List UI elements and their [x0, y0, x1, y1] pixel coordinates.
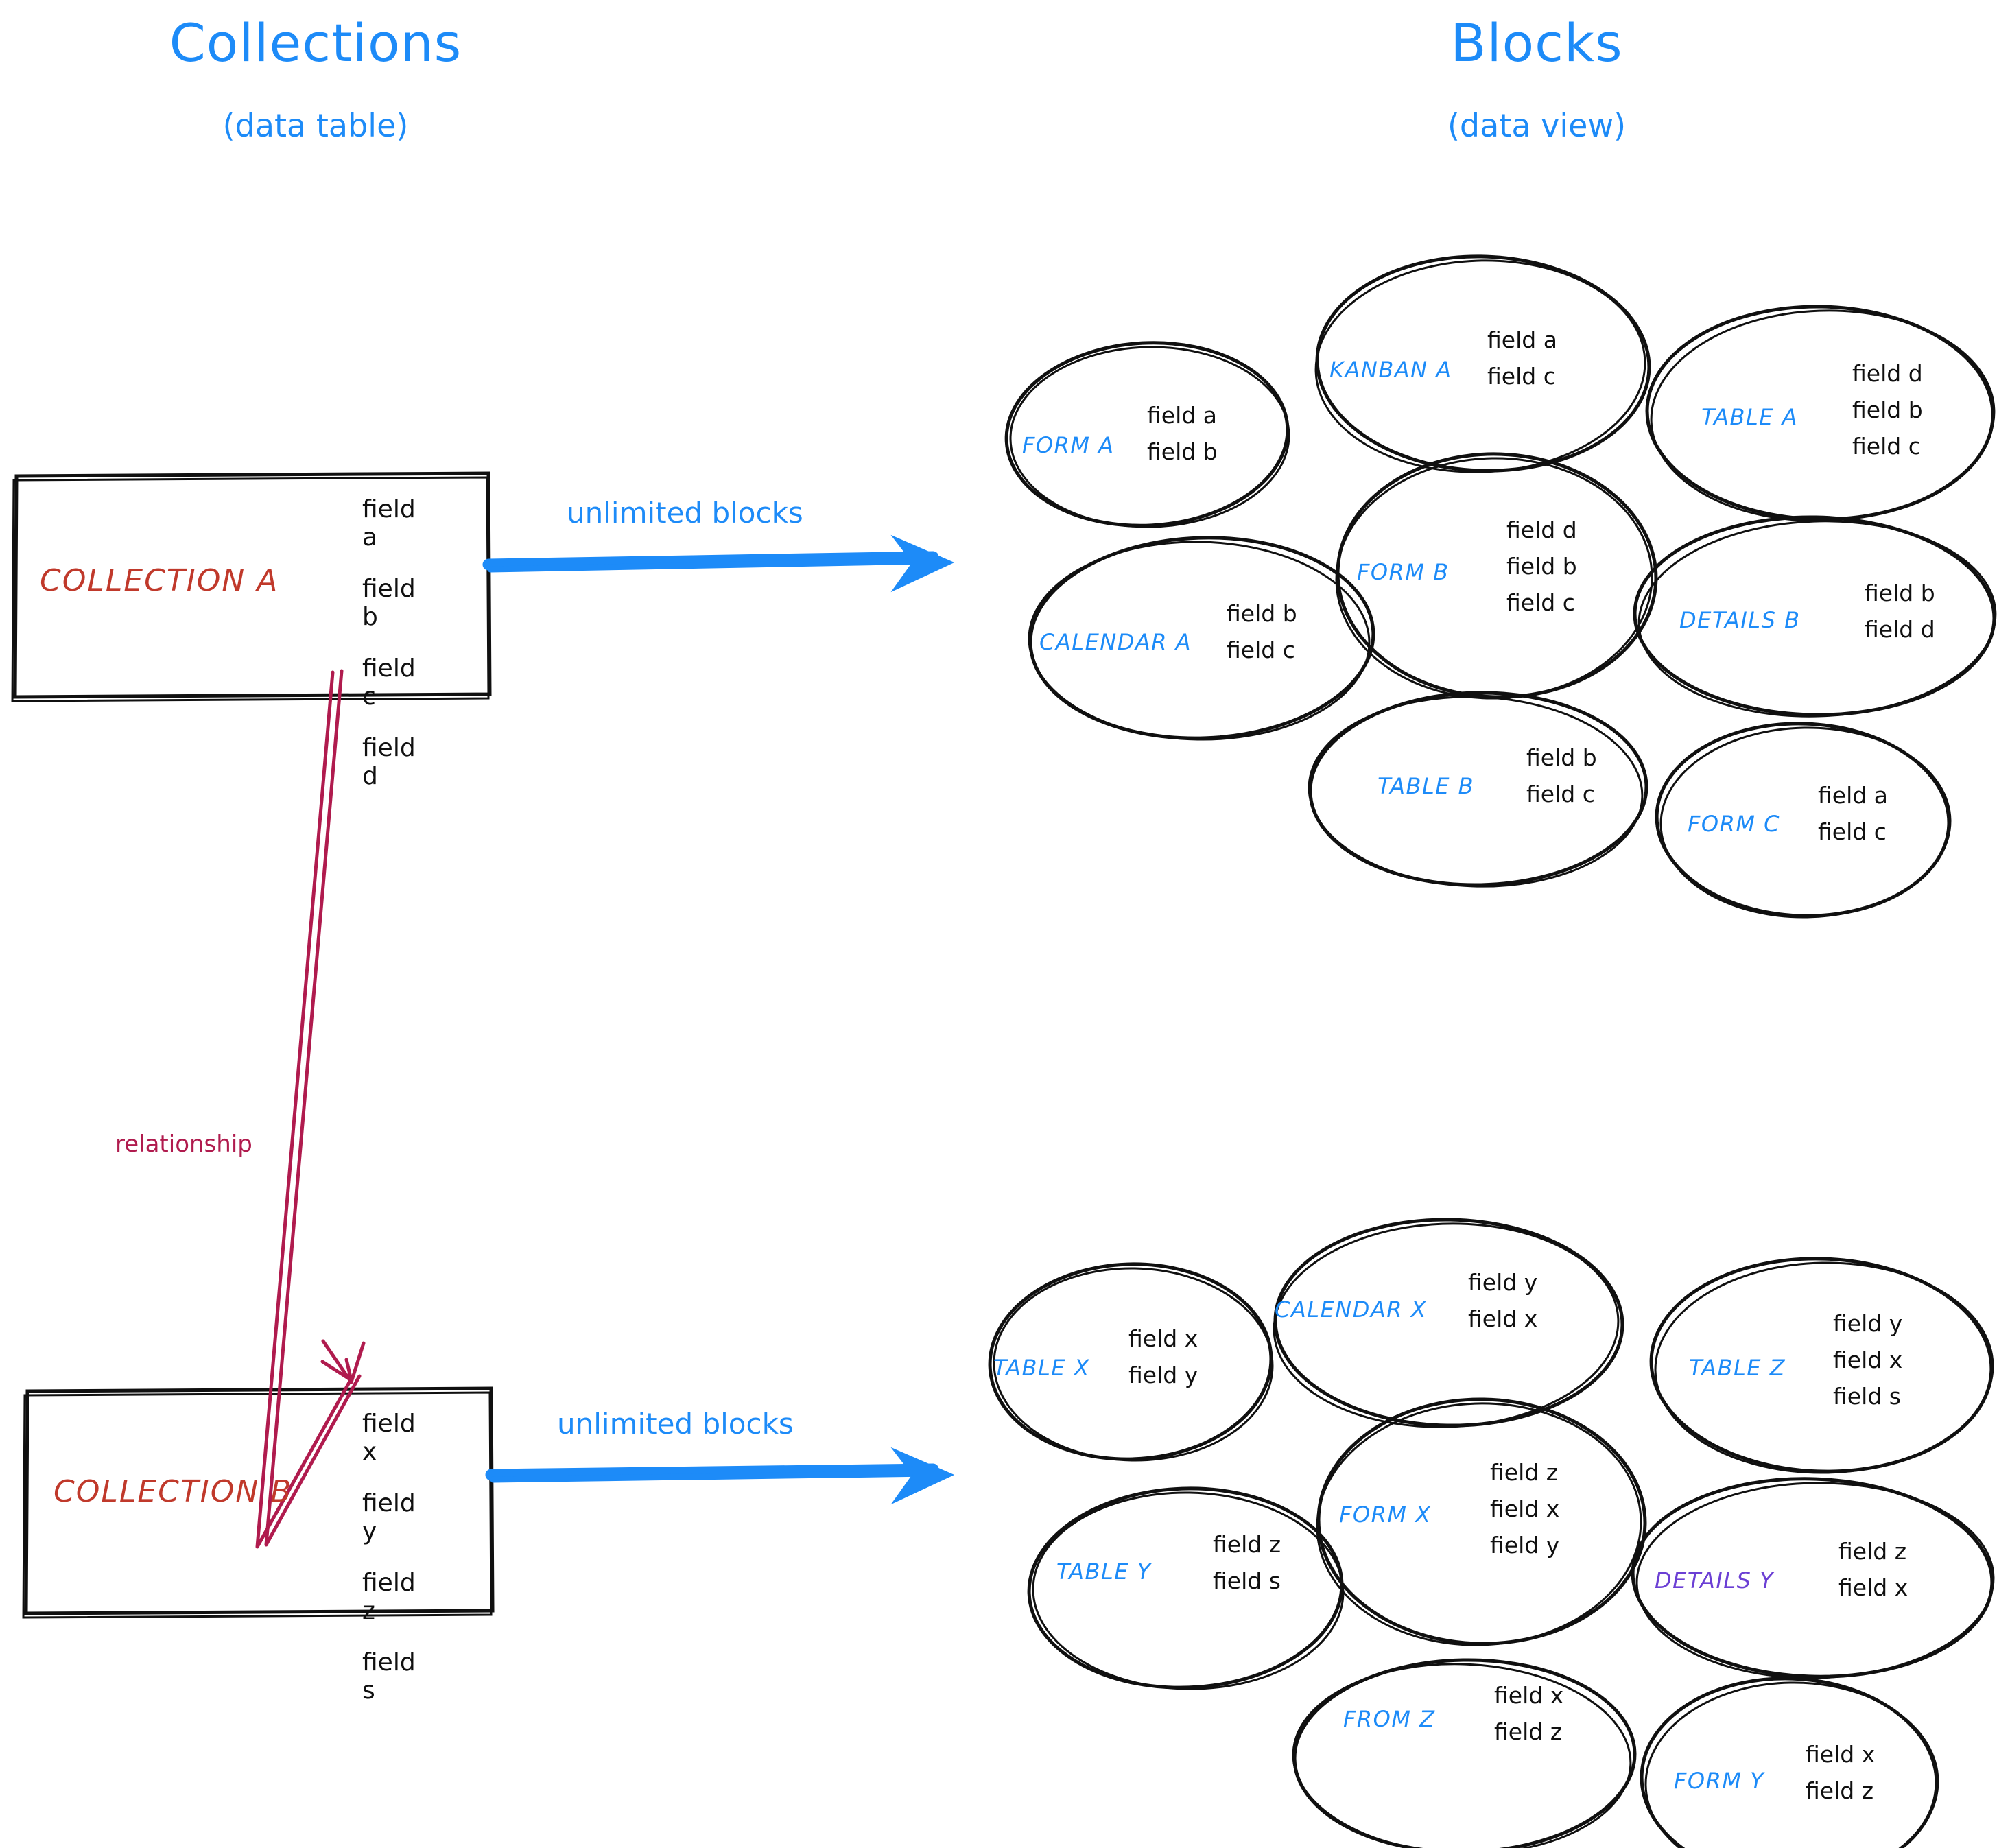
collection-a-fields: field a field b field c field d — [362, 495, 416, 790]
block-label: TABLE X — [993, 1355, 1091, 1381]
block-label: TABLE A — [1701, 404, 1799, 430]
field-item: field x — [1806, 1741, 1876, 1768]
field-item: field z — [1490, 1459, 1559, 1486]
field-item: field a — [1818, 782, 1888, 809]
field-item: field b — [362, 575, 416, 631]
block-fields: field d field b field c — [1852, 360, 1923, 460]
field-item: field b — [1865, 580, 1935, 606]
field-item: field y — [1490, 1532, 1560, 1559]
field-item: field y — [1468, 1269, 1538, 1296]
block-fields: field a field c — [1818, 782, 1888, 845]
field-item: field x — [1128, 1325, 1198, 1352]
block-label: FORM B — [1357, 559, 1450, 585]
collection-a-name: COLLECTION A — [40, 563, 279, 598]
block-label: TABLE Y — [1056, 1559, 1152, 1585]
relationship-connector — [255, 669, 366, 1549]
field-item: field d — [1852, 360, 1923, 387]
block-fields: field z field x field y — [1490, 1459, 1559, 1559]
field-item: field d — [362, 734, 416, 790]
block-fields: field z field x — [1838, 1538, 1908, 1601]
field-item: field y — [362, 1489, 416, 1545]
field-item: field x — [362, 1410, 416, 1466]
block-label: FORM X — [1339, 1502, 1432, 1528]
field-item: field s — [1833, 1383, 1901, 1410]
field-item: field z — [1838, 1538, 1907, 1565]
field-item: field c — [1818, 818, 1887, 845]
field-item: field b — [1506, 553, 1577, 580]
field-item: field y — [1833, 1310, 1903, 1337]
block-fields: field a field c — [1487, 327, 1557, 390]
field-item: field c — [1852, 433, 1921, 460]
block-label: FROM Z — [1343, 1706, 1436, 1732]
field-item: field z — [1806, 1777, 1874, 1804]
field-item: field c — [1487, 363, 1556, 390]
block-label: TABLE B — [1378, 773, 1475, 799]
arrow-unlimited-blocks-a — [482, 534, 955, 593]
field-item: field s — [1213, 1567, 1281, 1594]
field-item: field c — [1227, 637, 1295, 663]
page-subtitle-blocks: (data view) — [1447, 107, 1627, 144]
arrow-unlimited-blocks-b — [485, 1447, 955, 1505]
block-fields: field x field z — [1494, 1682, 1563, 1745]
block-fields: field x field y — [1128, 1325, 1198, 1388]
block-label: CALENDAR X — [1275, 1296, 1428, 1323]
block-label: FORM A — [1022, 432, 1115, 458]
block-fields: field b field c — [1526, 744, 1597, 807]
collection-b-fields: field x field y field z field s — [362, 1410, 416, 1705]
field-item: field x — [1494, 1682, 1564, 1709]
block-label: TABLE Z — [1689, 1355, 1786, 1381]
field-item: field b — [1147, 438, 1218, 465]
page-title-collections: Collections — [169, 12, 462, 73]
relationship-label: relationship — [115, 1130, 252, 1158]
block-fields: field d field b field c — [1506, 517, 1577, 616]
block-label: FORM Y — [1674, 1768, 1765, 1794]
block-fields: field x field z — [1806, 1741, 1875, 1804]
block-fields: field z field s — [1213, 1531, 1281, 1594]
field-item: field c — [1506, 589, 1575, 616]
field-item: field s — [362, 1648, 416, 1705]
field-item: field b — [1852, 396, 1923, 423]
field-item: field a — [1147, 402, 1217, 429]
field-item: field c — [1526, 781, 1595, 807]
block-label: DETAILS B — [1679, 607, 1801, 633]
field-item: field a — [1487, 327, 1557, 353]
block-fields: field b field d — [1865, 580, 1935, 643]
field-item: field b — [1526, 744, 1597, 771]
field-item: field d — [1506, 517, 1577, 543]
field-item: field x — [1468, 1305, 1538, 1332]
block-label: CALENDAR A — [1039, 629, 1192, 655]
block-fields: field b field c — [1227, 600, 1297, 663]
block-fields: field y field x — [1468, 1269, 1537, 1332]
field-item: field z — [1213, 1531, 1281, 1558]
block-label: DETAILS Y — [1655, 1567, 1775, 1594]
field-item: field x — [1490, 1495, 1560, 1522]
block-label: FORM C — [1688, 811, 1780, 837]
collection-b-name: COLLECTION B — [54, 1474, 293, 1509]
field-item: field b — [1227, 600, 1297, 627]
field-item: field a — [362, 495, 416, 552]
page-subtitle-collections: (data table) — [222, 107, 409, 144]
field-item: field c — [362, 654, 416, 711]
block-label: KANBAN A — [1329, 357, 1452, 383]
page-title-blocks: Blocks — [1450, 12, 1623, 73]
field-item: field d — [1865, 616, 1935, 643]
field-item: field x — [1838, 1574, 1908, 1601]
field-item: field z — [1494, 1718, 1563, 1745]
block-fields: field a field b — [1147, 402, 1218, 465]
arrow-label-unlimited-blocks-a: unlimited blocks — [567, 496, 803, 530]
arrow-label-unlimited-blocks-b: unlimited blocks — [557, 1407, 794, 1441]
field-item: field y — [1128, 1362, 1198, 1388]
field-item: field x — [1833, 1347, 1903, 1373]
block-fields: field y field x field s — [1833, 1310, 1902, 1410]
field-item: field z — [362, 1569, 416, 1625]
